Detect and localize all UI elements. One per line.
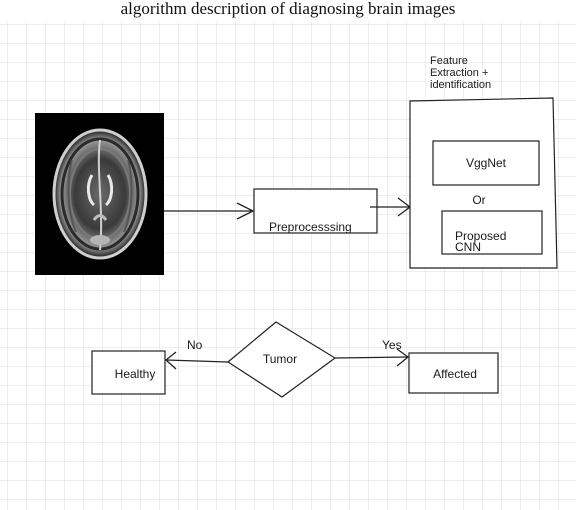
yes-edge-label: Yes [382, 338, 402, 352]
vggnet-node: VggNet [432, 140, 540, 186]
preprocessing-node: Preprocesssing [253, 188, 378, 234]
tumor-label: Tumor [263, 352, 297, 366]
or-label: Or [472, 193, 485, 207]
tumor-decision-node: Tumor [226, 321, 337, 398]
proposed-cnn-label: Proposed CNN [455, 229, 510, 254]
proposed-cnn-node: Proposed CNN [441, 210, 543, 255]
vggnet-label: VggNet [466, 156, 507, 170]
feature-extraction-title: Feature Extraction + identification [430, 55, 491, 91]
no-edge-label: No [187, 338, 203, 352]
affected-label: Affected [433, 367, 477, 381]
healthy-label: Healthy [115, 367, 156, 381]
preprocessing-label: Preprocesssing [269, 220, 352, 234]
mri-brain-image [35, 113, 164, 275]
arrow-tumor-to-healthy [164, 351, 229, 370]
arrow-image-to-preprocessing [164, 202, 255, 220]
affected-node: Affected [408, 352, 499, 394]
healthy-node: Healthy [91, 350, 166, 395]
arrow-tumor-to-affected [334, 348, 410, 367]
figure-caption: algorithm description of diagnosing brai… [121, 0, 456, 18]
